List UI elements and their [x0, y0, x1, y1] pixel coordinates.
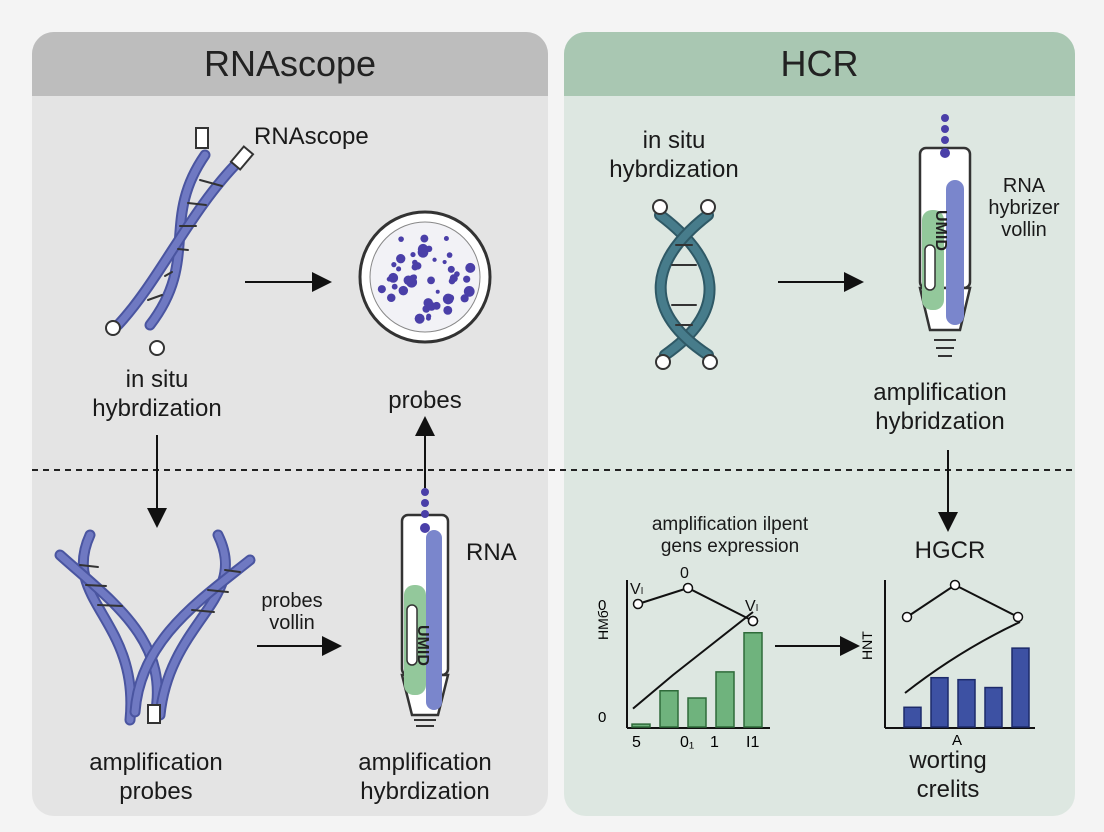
- probe-dot: [465, 262, 476, 273]
- probe-dish-icon: [358, 210, 492, 344]
- hgcr-label: HGCR: [914, 537, 986, 564]
- probe-dot: [425, 315, 431, 321]
- chart1-bar: [687, 697, 707, 728]
- probes-label: probes: [388, 387, 462, 414]
- hcr-tube-icon: UMID: [918, 114, 972, 357]
- rnascope-panel: RNAscope: [32, 32, 548, 816]
- chart2-point: [901, 611, 913, 623]
- probe-dot: [396, 254, 406, 264]
- probe-dot: [396, 266, 402, 272]
- teal-helix-icon: [652, 199, 718, 370]
- chart1-ytick: 0: [598, 597, 606, 614]
- chart1-bar: [715, 671, 735, 728]
- probe-dot: [435, 289, 440, 294]
- probe-dot: [446, 252, 453, 258]
- chart2-xtick: A: [952, 732, 962, 749]
- probe-dot: [377, 285, 386, 294]
- chart1-point-label: Vₗ: [630, 581, 643, 598]
- chart1-point: [682, 582, 694, 594]
- probe-dot: [447, 265, 455, 273]
- chart1-point-label: 0: [680, 565, 689, 582]
- chart1-xtick: 1: [710, 734, 719, 751]
- probe-dot: [410, 251, 416, 258]
- probe-dot: [412, 259, 418, 266]
- probe-dot: [449, 274, 458, 283]
- chart2-bar: [1011, 647, 1030, 728]
- chart2-trend-line: [904, 621, 1021, 694]
- chart2-point: [1012, 611, 1024, 623]
- probe-dot: [398, 236, 404, 242]
- chart2-bar: [957, 678, 976, 728]
- probe-dot: [411, 263, 419, 271]
- probe-dot: [463, 275, 471, 283]
- probe-dot: [414, 313, 425, 324]
- chart1-xtick: 5: [632, 734, 641, 751]
- double-helix-icon: [54, 529, 256, 726]
- chart1-top-line: [637, 586, 754, 622]
- probe-dot: [443, 305, 453, 315]
- rna-tube-icon: UMID: [400, 488, 450, 727]
- chart2-bar: [984, 686, 1003, 728]
- probe-dot: [398, 285, 409, 296]
- chart1-bar: [743, 632, 763, 728]
- probe-dot: [463, 285, 475, 297]
- chart2-ylabel: HNT: [859, 631, 875, 660]
- probe-dot: [423, 298, 433, 308]
- chart1-xtick: 0₁: [680, 734, 694, 751]
- chart2-point: [949, 579, 961, 591]
- chart1-xtick: I1: [746, 734, 759, 751]
- chart2-bar: [930, 676, 949, 728]
- rnascope-panel-title: RNAscope: [32, 32, 548, 96]
- chart1-point: [747, 615, 759, 627]
- dna-helix-icon: [105, 127, 255, 356]
- chart1-point: [632, 598, 644, 610]
- hcr-panel: HCR: [564, 32, 1075, 816]
- chart1-bar: [659, 690, 679, 728]
- rna-label: RNA: [466, 539, 517, 566]
- chart1-trend-line: [632, 611, 754, 710]
- probe-dot: [462, 296, 469, 302]
- chart1-ytick: 0: [598, 709, 606, 726]
- probe-dot: [432, 257, 437, 262]
- chart1-point-label: Vₗ: [745, 598, 758, 615]
- tube-text-left: UMID: [414, 625, 431, 666]
- probe-dot: [388, 272, 399, 283]
- chart2-bar: [903, 706, 922, 728]
- probe-dot: [442, 259, 447, 265]
- helix-label: RNAscope: [254, 123, 369, 150]
- probe-dot: [447, 294, 455, 302]
- probe-dot: [427, 276, 435, 285]
- chart2-top-line: [906, 583, 1019, 618]
- probe-dot: [420, 234, 429, 243]
- probe-dot: [391, 283, 398, 290]
- chart-hgcr: HNT A: [859, 579, 1035, 749]
- hcr-panel-title: HCR: [564, 32, 1075, 96]
- chart1-bar: [631, 723, 651, 728]
- probe-dot: [443, 235, 449, 241]
- probe-dot: [386, 293, 396, 303]
- probe-dot: [417, 243, 429, 255]
- probe-dot: [409, 274, 417, 282]
- tube-text-right: UMID: [932, 210, 949, 251]
- probe-dot: [391, 261, 397, 268]
- chart1-ylabel: HMб: [595, 610, 611, 640]
